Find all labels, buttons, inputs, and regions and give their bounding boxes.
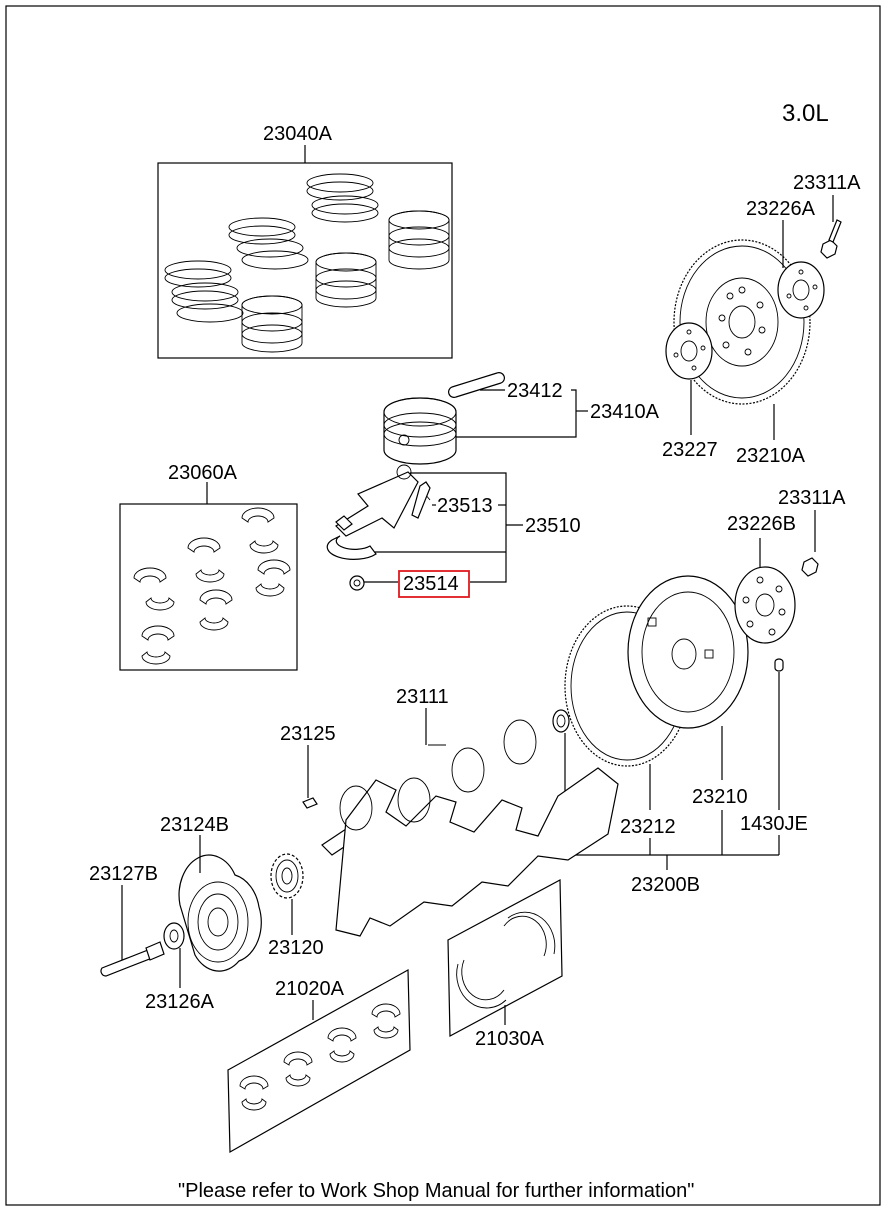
part-label-23514[interactable]: 23514 bbox=[403, 573, 459, 595]
part-label-23060A[interactable]: 23060A bbox=[168, 462, 238, 484]
part-label-23040A[interactable]: 23040A bbox=[263, 123, 333, 145]
piston[interactable] bbox=[383, 397, 457, 465]
part-label-23111[interactable]: 23111 bbox=[396, 686, 449, 708]
part-label-23311A-top[interactable]: 23311A bbox=[793, 172, 861, 194]
flywheel-spacer[interactable] bbox=[665, 322, 713, 380]
part-label-21020A[interactable]: 21020A bbox=[275, 978, 345, 1000]
leader-lines-flywheel-top bbox=[690, 195, 834, 440]
part-label-23210A[interactable]: 23210A bbox=[736, 445, 806, 467]
dowel-pin[interactable] bbox=[774, 658, 784, 672]
pilot-bushing[interactable] bbox=[552, 709, 570, 733]
page-frame bbox=[5, 5, 881, 1206]
flywheel-bolt-top[interactable] bbox=[820, 219, 842, 259]
conrod-bolt[interactable] bbox=[411, 481, 431, 519]
conrod-bearing-set[interactable] bbox=[119, 482, 298, 671]
drive-plate-adapter[interactable] bbox=[734, 566, 796, 644]
crankshaft-sprocket[interactable] bbox=[270, 853, 304, 899]
leader-lines-front bbox=[121, 835, 293, 988]
part-label-23212[interactable]: 23212 bbox=[620, 816, 676, 838]
pulley-washer[interactable] bbox=[163, 922, 185, 950]
conrod-nut[interactable] bbox=[349, 575, 365, 591]
part-label-23120[interactable]: 23120 bbox=[268, 937, 324, 959]
leader-lines-crank bbox=[307, 708, 427, 798]
part-label-23311A-mid[interactable]: 23311A bbox=[778, 487, 846, 509]
part-label-23200B[interactable]: 23200B bbox=[631, 874, 700, 896]
crankshaft-pulley[interactable] bbox=[178, 854, 262, 972]
drive-plate[interactable] bbox=[627, 575, 749, 729]
part-label-23125[interactable]: 23125 bbox=[280, 723, 336, 745]
part-label-23210[interactable]: 23210 bbox=[692, 786, 748, 808]
part-label-23510[interactable]: 23510 bbox=[525, 515, 581, 537]
part-label-23227[interactable]: 23227 bbox=[662, 439, 718, 461]
flywheel-adapter-plate[interactable] bbox=[777, 261, 825, 319]
part-label-23410A[interactable]: 23410A bbox=[590, 401, 660, 423]
part-label-23412[interactable]: 23412 bbox=[507, 380, 563, 402]
part-label-1430JE[interactable]: 1430JE bbox=[740, 813, 808, 835]
highlight-box bbox=[398, 570, 470, 598]
part-label-23126A[interactable]: 23126A bbox=[145, 991, 215, 1013]
pulley-bolt[interactable] bbox=[100, 941, 165, 977]
drive-plate-bolt[interactable] bbox=[801, 557, 819, 577]
part-label-21030A[interactable]: 21030A bbox=[475, 1028, 545, 1050]
part-label-23124B[interactable]: 23124B bbox=[160, 814, 229, 836]
piston-ring-set[interactable] bbox=[157, 145, 453, 359]
flywheel-assembly[interactable] bbox=[673, 239, 811, 405]
engine-size-label: 3.0L bbox=[782, 100, 829, 127]
part-label-23127B[interactable]: 23127B bbox=[89, 863, 158, 885]
crankshaft[interactable] bbox=[321, 719, 619, 937]
piston-pin[interactable] bbox=[448, 372, 505, 398]
part-label-23513[interactable]: 23513 bbox=[437, 495, 493, 517]
connecting-rod[interactable] bbox=[335, 464, 431, 537]
crankshaft-key[interactable] bbox=[302, 797, 318, 809]
part-label-23226A[interactable]: 23226A bbox=[746, 198, 816, 220]
leader-lines-piston bbox=[364, 389, 588, 583]
conrod-cap[interactable] bbox=[326, 515, 377, 560]
thrust-bearing-set[interactable] bbox=[447, 879, 563, 1037]
footer-note: "Please refer to Work Shop Manual for fu… bbox=[178, 1180, 694, 1202]
main-bearing-set[interactable] bbox=[227, 968, 411, 1154]
part-label-23226B[interactable]: 23226B bbox=[727, 513, 796, 535]
